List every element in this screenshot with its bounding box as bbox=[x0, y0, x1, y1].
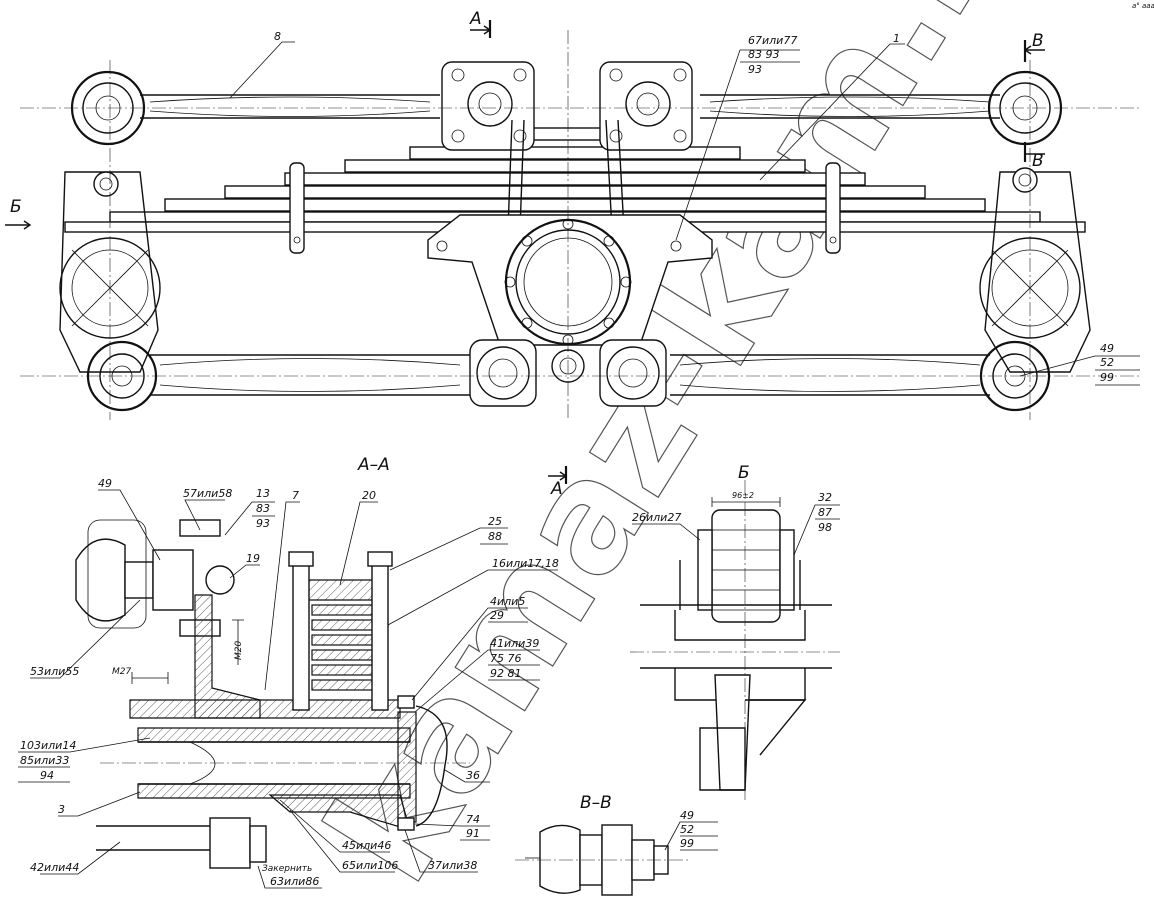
aa-callout-74-l1: 74 bbox=[466, 813, 480, 826]
aa-callout-42: 42или44 bbox=[30, 861, 79, 874]
dim-m27: M27 bbox=[112, 667, 131, 677]
aa-callout-53: 53или55 bbox=[30, 665, 79, 678]
view-b: Б 96±2 26или27 32 87 98 bbox=[630, 463, 840, 800]
view-b-callout-32-l1: 32 bbox=[818, 491, 832, 504]
view-b-dim: 96±2 bbox=[732, 491, 754, 500]
dim-m20: M20 bbox=[234, 641, 244, 660]
aa-callout-49: 49 bbox=[98, 477, 112, 490]
aa-callout-3: 3 bbox=[58, 803, 65, 816]
view-b-callout-32-l3: 98 bbox=[818, 521, 832, 534]
note-zakernit: Закернить bbox=[262, 864, 312, 874]
aa-callout-65: 65или106 bbox=[342, 859, 398, 872]
callout-67-l3: 93 bbox=[748, 63, 762, 76]
aa-callout-25-l1: 25 bbox=[488, 515, 502, 528]
callout-49-l1: 49 bbox=[1100, 342, 1114, 355]
section-vv-title: В–В bbox=[580, 793, 612, 813]
section-aa-view: А–А А bbox=[18, 455, 568, 889]
aa-callout-4-l2: 29 bbox=[490, 609, 504, 622]
aa-callout-63: 63или86 bbox=[270, 875, 319, 888]
view-b-callout-26: 26или27 bbox=[632, 511, 681, 524]
aa-callout-4-l1: 4или5 bbox=[490, 595, 525, 608]
aa-callout-45: 45или46 bbox=[342, 839, 391, 852]
view-b-callout-32-l2: 87 bbox=[818, 506, 832, 519]
top-view: А В В Б 8 1 67или77 83 93 93 49 52 99 bbox=[5, 9, 1140, 420]
aa-callout-57: 57или58 bbox=[183, 487, 232, 500]
aa-callout-20: 20 bbox=[362, 489, 376, 502]
aa-callout-13-l2: 83 bbox=[256, 502, 270, 515]
aa-callout-41-l2: 75 76 bbox=[490, 652, 522, 665]
aa-callout-74-l2: 91 bbox=[466, 827, 480, 840]
aa-callout-103-l2: 85или33 bbox=[20, 754, 69, 767]
aa-callout-13-l1: 13 bbox=[256, 487, 270, 500]
aa-callout-103-l1: 103или14 bbox=[20, 739, 76, 752]
vv-callout-49-l2: 52 bbox=[680, 823, 694, 836]
aa-callout-103-l3: 94 bbox=[40, 769, 54, 782]
callout-67-l2: 83 93 bbox=[748, 48, 780, 61]
section-v-mark-top: В bbox=[1032, 31, 1044, 51]
callout-49-l3: 99 bbox=[1100, 371, 1114, 384]
aa-callout-41-l1: 41или39 bbox=[490, 637, 539, 650]
vv-callout-49-l3: 99 bbox=[680, 837, 694, 850]
aa-callout-19: 19 bbox=[246, 552, 260, 565]
aa-callout-16: 16или17,18 bbox=[492, 557, 559, 570]
aa-callout-37: 37или38 bbox=[428, 859, 477, 872]
section-v-mark-bottom: В bbox=[1032, 151, 1044, 171]
aa-callout-41-l3: 92 81 bbox=[490, 667, 522, 680]
section-a-mark-mid: А bbox=[550, 479, 563, 499]
section-aa-title: А–А bbox=[357, 455, 390, 475]
aa-callout-25-l2: 88 bbox=[488, 530, 502, 543]
section-a-mark-top: А bbox=[469, 9, 482, 29]
callout-49-l2: 52 bbox=[1100, 356, 1114, 369]
section-vv-view: В–В 49 52 99 bbox=[515, 793, 718, 896]
aa-callout-36: 36 bbox=[466, 769, 480, 782]
view-b-arrow: Б bbox=[10, 197, 22, 217]
vv-callout-49-l1: 49 bbox=[680, 809, 694, 822]
callout-8: 8 bbox=[274, 30, 281, 43]
aa-callout-13-l3: 93 bbox=[256, 517, 270, 530]
callout-1: 1 bbox=[893, 32, 900, 45]
corner-mark: а° ааа bbox=[1132, 2, 1154, 10]
view-b-title: Б bbox=[738, 463, 750, 483]
aa-callout-7: 7 bbox=[292, 489, 299, 502]
callout-67-l1: 67или77 bbox=[748, 34, 797, 47]
